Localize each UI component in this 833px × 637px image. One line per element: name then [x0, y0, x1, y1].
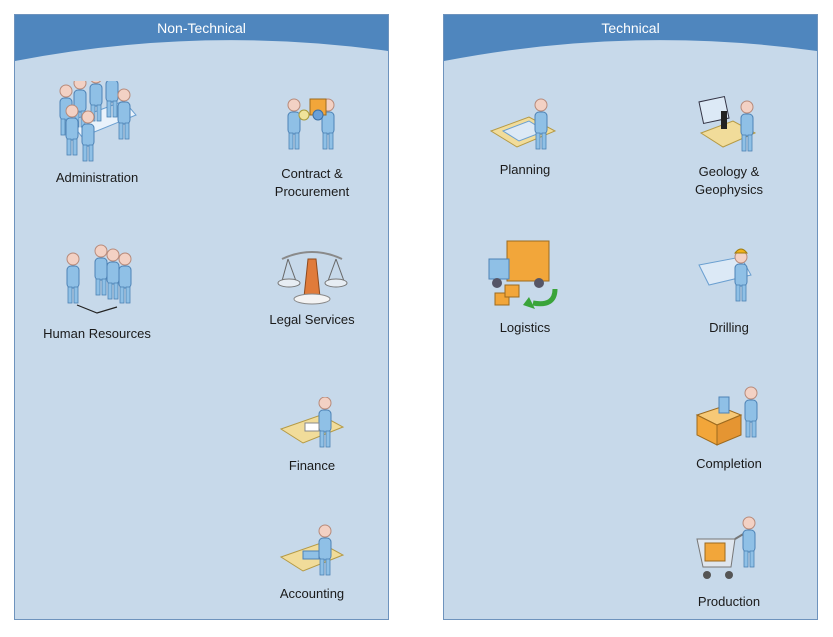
node-completion[interactable]: Completion [654, 375, 804, 473]
node-geology-geophysics[interactable]: Geology & Geophysics [654, 93, 804, 199]
node-label: Geology & Geophysics [695, 164, 763, 197]
non-technical-panel: Non-Technical Administration Contract & … [14, 14, 389, 620]
technical-panel: Technical Planning Geology & Geophysics [443, 14, 818, 620]
node-human-resources[interactable]: Human Resources [22, 241, 172, 343]
desk-worker-icon [279, 397, 345, 448]
box-worker-icon [695, 386, 758, 446]
node-finance[interactable]: Finance [237, 397, 387, 475]
node-drilling[interactable]: Drilling [654, 235, 804, 337]
node-label: Planning [499, 162, 551, 177]
node-label: Administration [55, 170, 139, 185]
cart-worker-icon [696, 516, 756, 579]
node-legal-services[interactable]: Legal Services [237, 241, 387, 329]
handshake-icon [287, 98, 335, 150]
node-label: Accounting [279, 586, 345, 601]
meeting-icon [59, 81, 137, 162]
panel-title: Non-Technical [157, 20, 246, 36]
node-label: Drilling [709, 320, 749, 335]
planner-icon [489, 98, 557, 150]
microscope-icon [698, 95, 757, 152]
desk-worker-icon [279, 524, 345, 576]
node-planning[interactable]: Planning [450, 91, 600, 179]
node-accounting[interactable]: Accounting [237, 521, 387, 603]
node-production[interactable]: Production [654, 509, 804, 611]
node-label: Finance [288, 458, 336, 473]
scales-icon [277, 251, 348, 305]
blueprint-worker-icon [698, 248, 752, 302]
truck-icon [488, 240, 558, 309]
panel-banner [444, 15, 817, 61]
node-logistics[interactable]: Logistics [450, 233, 600, 337]
panel-banner [15, 15, 388, 61]
node-label: Contract & Procurement [274, 166, 350, 199]
node-label: Logistics [499, 320, 551, 335]
node-label: Completion [696, 456, 762, 471]
node-label: Production [697, 594, 761, 609]
node-administration[interactable]: Administration [22, 81, 172, 187]
panel-title: Technical [601, 20, 660, 36]
org-people-icon [66, 244, 132, 314]
node-label: Human Resources [43, 326, 151, 341]
node-label: Legal Services [269, 312, 355, 327]
node-contract-procurement[interactable]: Contract & Procurement [237, 85, 387, 201]
